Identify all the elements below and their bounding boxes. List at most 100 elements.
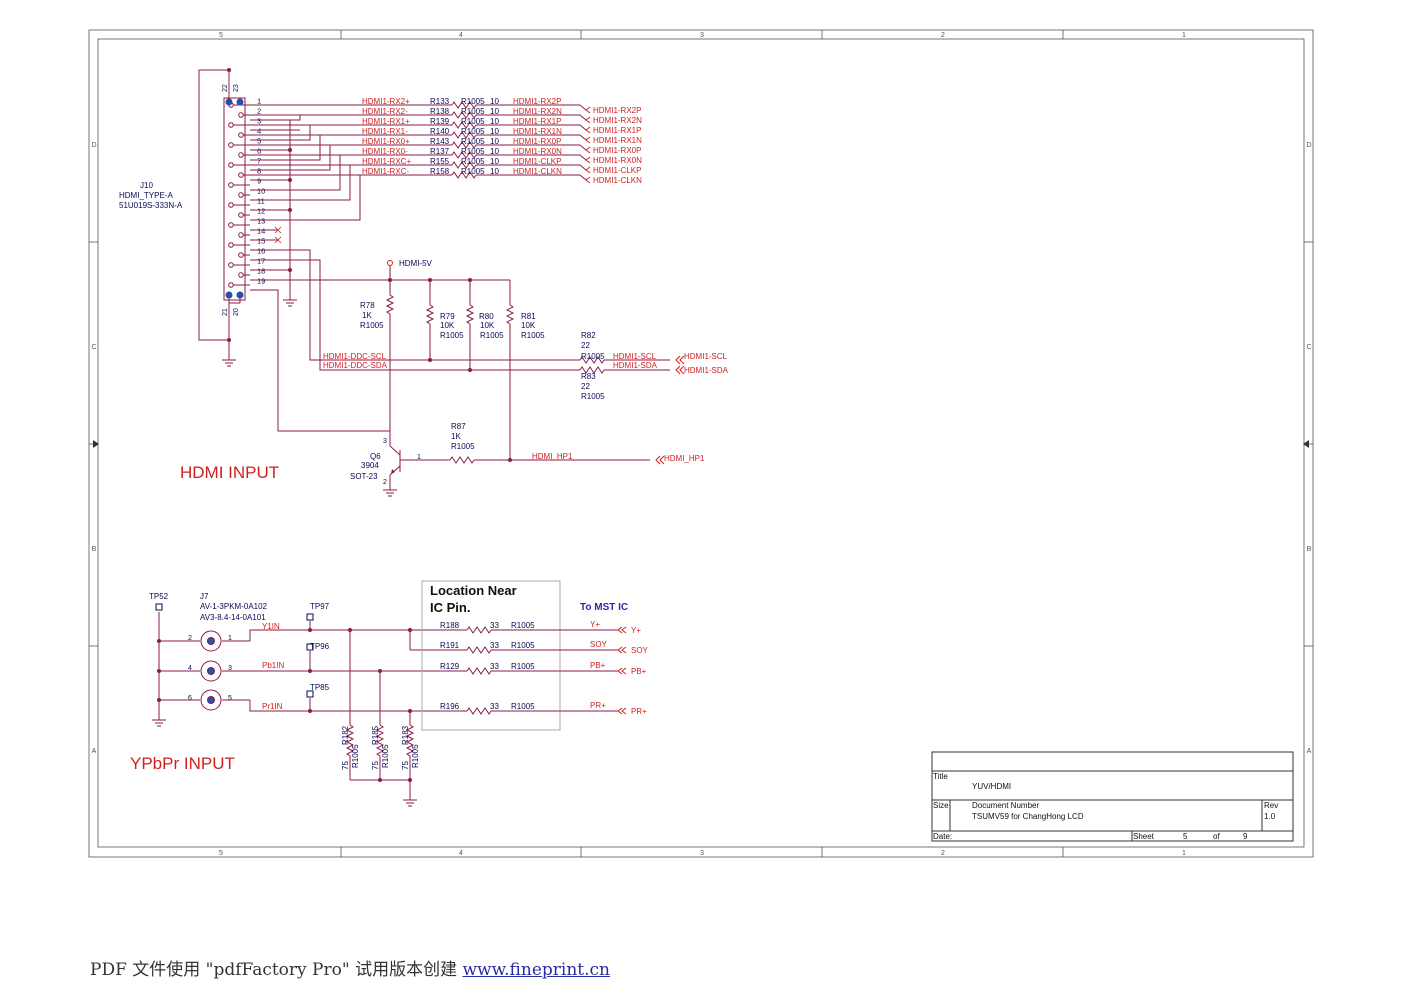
q6-pin-e: 2	[383, 479, 387, 486]
ddc-labels: HDMI1-DDC-SCL HDMI1-DDC-SDA R82 22 R1005…	[323, 331, 729, 401]
tp85-label: TP85	[310, 683, 330, 692]
pin-number: 16	[257, 247, 265, 256]
pin-circle	[228, 282, 234, 288]
ddc-sda-net: HDMI1-DDC-SDA	[323, 361, 388, 370]
pin-number: 14	[257, 227, 265, 236]
res-ref: R140	[430, 127, 450, 136]
r182-fp: R1005	[351, 744, 360, 768]
port-arrow	[585, 136, 591, 144]
tp96-label: TP96	[310, 642, 330, 651]
res-ref: R158	[430, 167, 450, 176]
port-wire	[579, 154, 587, 161]
hp-port-label: HDMI_HP1	[664, 454, 705, 463]
pin-circle	[228, 202, 234, 208]
res-fp: R1005	[511, 702, 535, 711]
port-wire	[579, 174, 587, 181]
footer-link[interactable]: www.fineprint.cn	[462, 960, 610, 980]
row-label: C	[91, 344, 96, 351]
res-ref: R129	[440, 662, 460, 671]
to-mst-ic: To MST IC	[580, 602, 628, 613]
port-arrow	[621, 707, 627, 715]
port-arrow	[617, 646, 623, 654]
port-label: HDMI1-RX0N	[593, 156, 642, 165]
center-arrow-left	[93, 440, 99, 448]
r87-ref: R87	[451, 422, 466, 431]
hdmi-5v-net: HDMI-5V	[387, 259, 510, 290]
j10-pin-circles	[228, 102, 250, 288]
r79-ref: R79	[440, 312, 455, 321]
rev-value: 1.0	[1264, 812, 1276, 821]
res-ref: R155	[430, 157, 450, 166]
row-label: D	[91, 142, 96, 149]
port-label: HDMI1-RX2P	[593, 106, 641, 115]
port-arrow	[621, 667, 627, 675]
q6-pin-b: 1	[417, 454, 421, 461]
port-wire	[579, 134, 587, 141]
col-label: 4	[459, 32, 463, 39]
pin-circle	[228, 242, 234, 248]
pin-number: 18	[257, 267, 265, 276]
res-fp: R1005	[461, 97, 485, 106]
pin-circle	[228, 262, 234, 268]
no-connect-marks	[274, 226, 282, 244]
j7-part1: AV-1-3PKM-0A102	[200, 602, 268, 611]
pdf-footer: PDF 文件使用 "pdfFactory Pro" 试用版本创建 www.fin…	[90, 955, 610, 980]
res-fp: R1005	[461, 137, 485, 146]
res-val: 10	[490, 127, 499, 136]
series-resistor	[466, 626, 492, 634]
port-wire	[579, 124, 587, 131]
of-value: 9	[1243, 832, 1248, 841]
ypbpr-section-title: YPbPr INPUT	[130, 754, 235, 773]
port-label: HDMI1-RX0P	[593, 146, 641, 155]
date-label: Date:	[933, 832, 952, 841]
res-fp: R1005	[461, 147, 485, 156]
ypbpr-labels: TP52 TP97 TP96 TP85 J7 AV-1-3PKM-0A102 A…	[149, 592, 330, 711]
port-wire	[579, 144, 587, 151]
net-label: HDMI1-RXC+	[362, 157, 411, 166]
r82-val: 22	[581, 341, 590, 350]
connector-ref: J10	[140, 181, 153, 190]
pin-circle	[228, 182, 234, 188]
net-label: PR+	[590, 701, 606, 710]
hdmi-section-title: HDMI INPUT	[180, 463, 279, 482]
y-in-net: Y1IN	[262, 622, 280, 631]
pin-circle	[238, 172, 244, 178]
r80-fp: R1005	[480, 331, 504, 340]
r81-ref: R81	[521, 312, 536, 321]
pin-number: 12	[257, 207, 265, 216]
pin-number: 6	[257, 147, 261, 156]
test-points	[155, 603, 314, 698]
hp-net: HDMI_HP1	[532, 452, 573, 461]
series-resistor	[451, 111, 477, 119]
res-fp: R1005	[461, 107, 485, 116]
q6-ref: Q6	[370, 452, 381, 461]
pin-circle	[238, 132, 244, 138]
out-net-label: HDMI1-RX2N	[513, 107, 562, 116]
jack-pin: 6	[188, 695, 192, 702]
sda-net: HDMI1-SDA	[613, 361, 658, 370]
port-label: HDMI1-CLKN	[593, 176, 642, 185]
col-label: 5	[219, 32, 223, 39]
ddc-scl-net: HDMI1-DDC-SCL	[323, 352, 387, 361]
port-wire	[579, 104, 587, 111]
ddc-series	[579, 356, 670, 374]
jack-pin: 4	[188, 665, 192, 672]
port-arrow	[585, 156, 591, 164]
row-label: A	[1307, 748, 1312, 755]
pin-number: 5	[257, 137, 261, 146]
net-label: HDMI1-RX1+	[362, 117, 410, 126]
sheet-value: 5	[1183, 832, 1188, 841]
net-label: HDMI1-RXC-	[362, 167, 409, 176]
series-resistor	[451, 161, 477, 169]
junctions	[227, 68, 512, 462]
pr-in-net: Pr1IN	[262, 702, 283, 711]
col-label: 2	[941, 32, 945, 39]
port-arrow	[621, 646, 627, 654]
r83-fp: R1005	[581, 392, 605, 401]
scl-port: HDMI1-SCL	[684, 352, 728, 361]
footer-text: PDF 文件使用 "pdfFactory Pro" 试用版本创建	[90, 960, 463, 980]
r83-ref: R83	[581, 372, 596, 381]
port-arrow	[585, 106, 591, 114]
r79-val: 10K	[440, 321, 455, 330]
